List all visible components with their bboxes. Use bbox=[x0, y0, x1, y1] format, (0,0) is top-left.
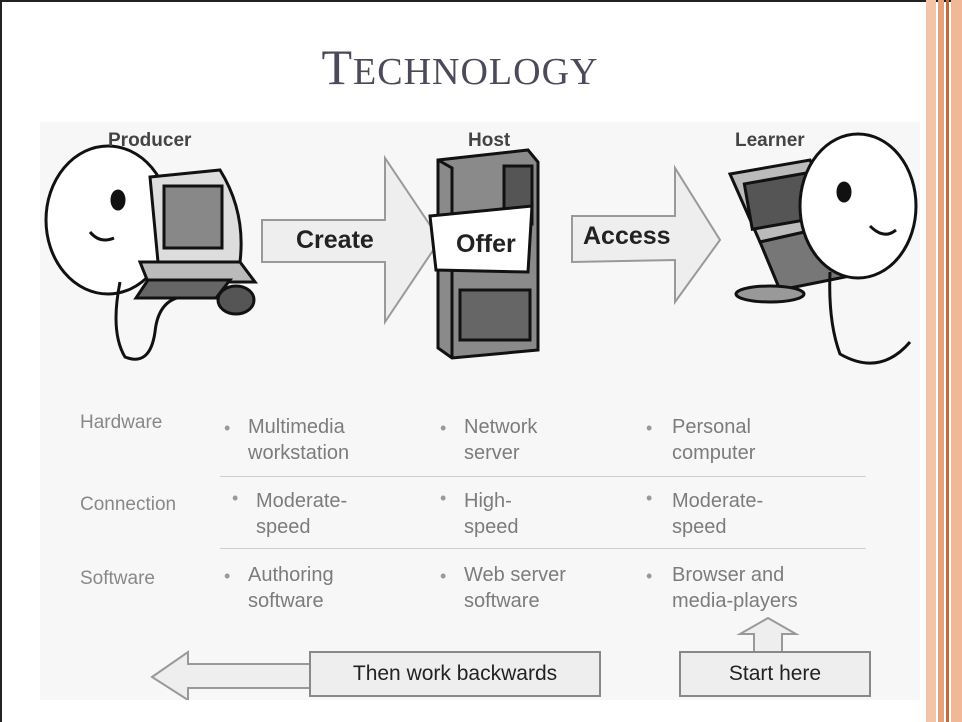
decorative-side-bars bbox=[926, 0, 962, 722]
row-separator bbox=[220, 548, 866, 549]
cell-line: Network bbox=[464, 416, 538, 438]
cell-line: Authoring bbox=[248, 564, 334, 586]
learner-figure-icon bbox=[798, 132, 918, 365]
row-label-hardware: Hardware bbox=[80, 412, 163, 433]
column-header-learner: Learner bbox=[735, 130, 805, 151]
create-arrow-icon bbox=[261, 154, 442, 326]
cell-line: workstation bbox=[248, 442, 350, 464]
title-rest: ECHNOLOGY bbox=[353, 51, 599, 93]
title-first-letter: T bbox=[321, 39, 354, 95]
start-here-arrow-icon bbox=[679, 616, 871, 697]
server-icon bbox=[428, 148, 540, 360]
cell-software-learner: Browser and media-players bbox=[672, 562, 798, 614]
cell-line: Moderate- bbox=[256, 490, 348, 512]
cell-line: Web server bbox=[464, 564, 566, 586]
technology-diagram: Producer Host Learner Create Offer Acces… bbox=[40, 122, 920, 700]
cell-line: speed bbox=[672, 516, 727, 538]
cell-hardware-producer: Multimedia workstation bbox=[248, 414, 349, 466]
cell-line: software bbox=[248, 590, 324, 612]
bullet-icon: • bbox=[646, 566, 653, 586]
cell-connection-learner: Moderate- speed bbox=[672, 488, 763, 540]
cell-line: speed bbox=[464, 516, 519, 538]
column-header-producer: Producer bbox=[108, 130, 192, 151]
cell-line: Personal bbox=[672, 416, 751, 438]
page-title: TECHNOLOGY bbox=[0, 38, 920, 96]
cell-line: computer bbox=[672, 442, 756, 464]
cell-line: Browser and bbox=[672, 564, 785, 586]
cell-connection-host: High- speed bbox=[464, 488, 519, 540]
cell-software-producer: Authoring software bbox=[248, 562, 334, 614]
desktop-computer-icon bbox=[133, 168, 258, 316]
cell-line: software bbox=[464, 590, 540, 612]
cell-line: Multimedia bbox=[248, 416, 345, 438]
bullet-icon: • bbox=[646, 488, 653, 508]
flow-label-offer: Offer bbox=[456, 230, 516, 258]
bullet-icon: • bbox=[646, 418, 653, 438]
flow-label-access: Access bbox=[583, 222, 671, 250]
bullet-icon: • bbox=[440, 488, 447, 508]
diagram-drawing bbox=[44, 132, 918, 700]
cell-line: speed bbox=[256, 516, 311, 538]
cell-line: High- bbox=[464, 490, 512, 512]
bullet-icon: • bbox=[440, 566, 447, 586]
then-work-backwards-label: Then work backwards bbox=[352, 662, 558, 685]
start-here-label: Start here bbox=[728, 662, 822, 685]
row-label-software: Software bbox=[80, 568, 155, 589]
cell-line: media-players bbox=[672, 590, 798, 612]
flow-label-create: Create bbox=[296, 226, 374, 254]
bullet-icon: • bbox=[224, 566, 231, 586]
bullet-icon: • bbox=[224, 418, 231, 438]
cell-hardware-learner: Personal computer bbox=[672, 414, 755, 466]
cell-connection-producer: Moderate- speed bbox=[256, 488, 347, 540]
row-separator bbox=[220, 476, 866, 477]
cell-software-host: Web server software bbox=[464, 562, 566, 614]
then-work-backwards-arrow-icon bbox=[150, 650, 601, 700]
column-header-host: Host bbox=[468, 130, 511, 151]
producer-figure-icon bbox=[44, 144, 181, 361]
bullet-icon: • bbox=[232, 488, 239, 508]
row-label-connection: Connection bbox=[80, 494, 177, 515]
cell-line: Moderate- bbox=[672, 490, 764, 512]
cell-hardware-host: Network server bbox=[464, 414, 537, 466]
cell-line: server bbox=[464, 442, 520, 464]
access-arrow-icon bbox=[571, 164, 722, 306]
bullet-icon: • bbox=[440, 418, 447, 438]
